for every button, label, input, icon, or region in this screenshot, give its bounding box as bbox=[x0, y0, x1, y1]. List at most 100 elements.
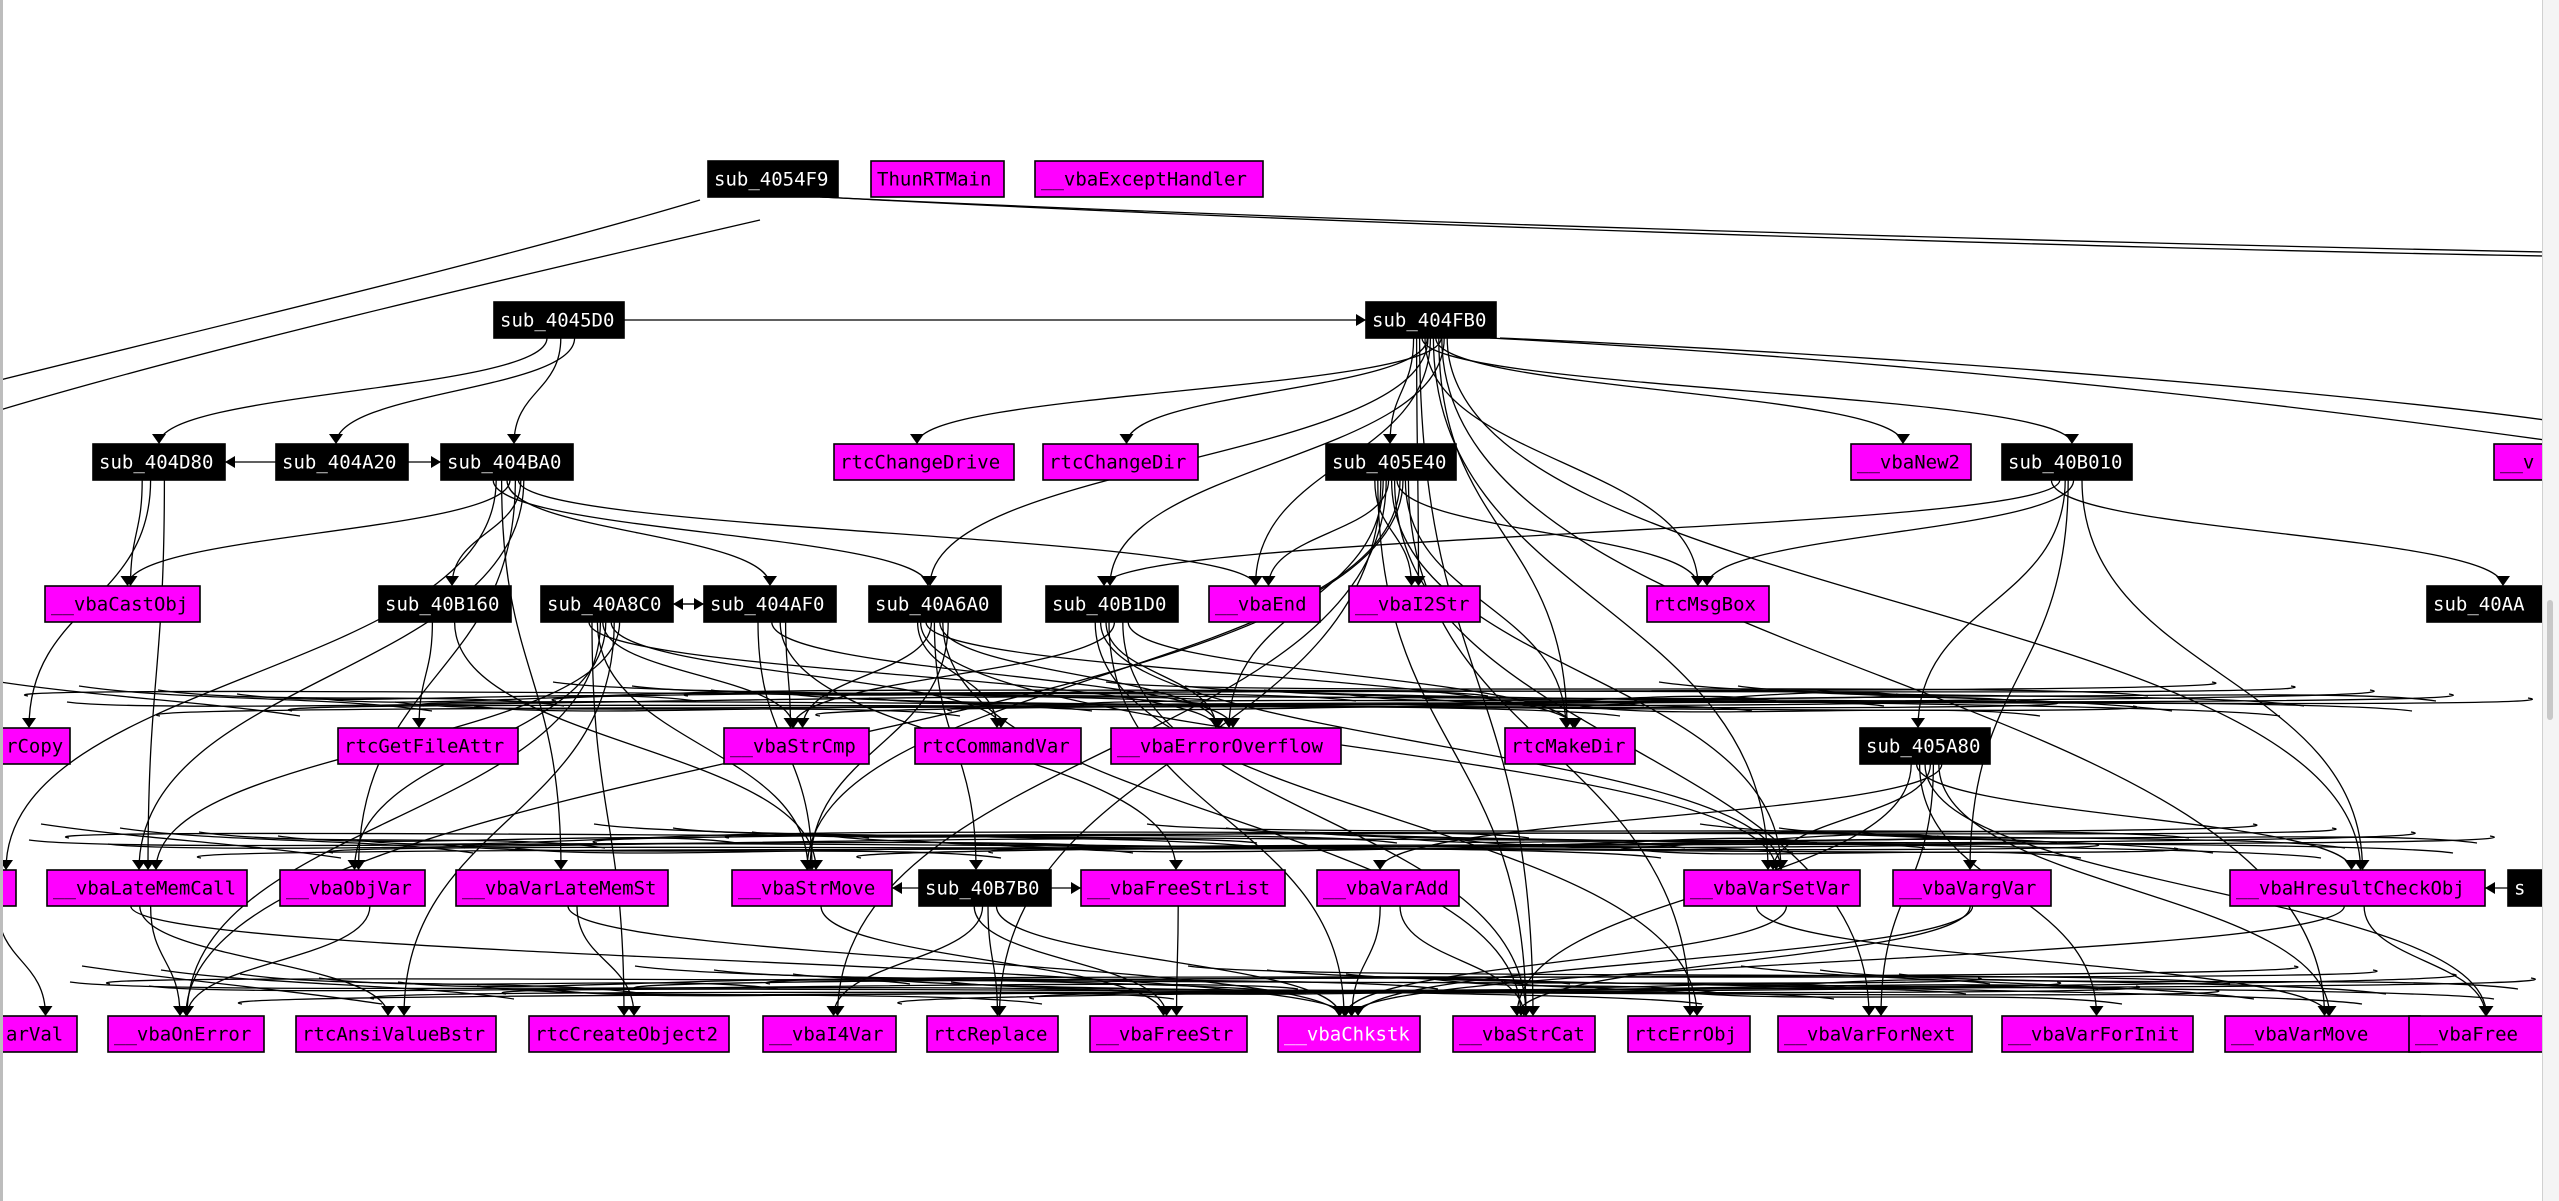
graph-node-n2[interactable]: ThunRTMain bbox=[870, 160, 1005, 198]
node-box[interactable] bbox=[2426, 585, 2559, 623]
graph-node-n23[interactable]: rtcMsgBox bbox=[1646, 585, 1770, 623]
graph-node-n7[interactable]: sub_404A20 bbox=[275, 443, 409, 481]
vertical-scrollbar[interactable] bbox=[2542, 0, 2559, 1201]
node-box[interactable] bbox=[2224, 1015, 2421, 1053]
node-box[interactable] bbox=[762, 1015, 897, 1053]
graph-node-n11[interactable]: sub_405E40 bbox=[1325, 443, 1457, 481]
graph-node-n3[interactable]: __vbaExceptHandler bbox=[1034, 160, 1264, 198]
node-box[interactable] bbox=[1042, 443, 1199, 481]
node-box[interactable] bbox=[2408, 1015, 2559, 1053]
graph-node-n30[interactable]: rtcMakeDir bbox=[1504, 727, 1636, 765]
node-box[interactable] bbox=[1365, 301, 1497, 339]
graph-node-n52[interactable]: __vbaStrCat bbox=[1452, 1015, 1596, 1053]
node-box[interactable] bbox=[1859, 727, 1991, 765]
graph-node-n17[interactable]: sub_40A8C0 bbox=[540, 585, 674, 623]
graph-node-n26[interactable]: rtcGetFileAttr bbox=[337, 727, 519, 765]
graph-node-n25[interactable]: rCopy bbox=[0, 727, 71, 765]
graph-node-n4[interactable]: sub_4045D0 bbox=[493, 301, 625, 339]
node-box[interactable] bbox=[1504, 727, 1636, 765]
node-box[interactable] bbox=[279, 869, 426, 907]
graph-node-n37[interactable]: sub_40B7B0 bbox=[918, 869, 1052, 907]
graph-node-n24[interactable]: sub_40AA bbox=[2426, 585, 2559, 623]
node-box[interactable] bbox=[493, 301, 625, 339]
graph-node-n35[interactable]: __vbaVarLateMemSt bbox=[455, 869, 669, 907]
graph-node-n50[interactable]: __vbaFreeStr bbox=[1089, 1015, 1248, 1053]
node-box[interactable] bbox=[440, 443, 574, 481]
graph-node-n38[interactable]: __vbaFreeStrList bbox=[1080, 869, 1286, 907]
graph-node-n20[interactable]: sub_40B1D0 bbox=[1045, 585, 1179, 623]
graph-node-n12[interactable]: __vbaNew2 bbox=[1850, 443, 1972, 481]
graph-node-n34[interactable]: __vbaObjVar bbox=[279, 869, 426, 907]
graph-node-n56[interactable]: __vbaVarMove bbox=[2224, 1015, 2421, 1053]
node-box[interactable] bbox=[455, 869, 669, 907]
graph-node-n15[interactable]: __vbaCastObj bbox=[44, 585, 201, 623]
graph-node-n27[interactable]: __vbaStrCmp bbox=[723, 727, 870, 765]
graph-node-n9[interactable]: rtcChangeDrive bbox=[833, 443, 1015, 481]
node-box[interactable] bbox=[1777, 1015, 1973, 1053]
graph-node-n16[interactable]: sub_40B160 bbox=[378, 585, 512, 623]
node-box[interactable] bbox=[918, 869, 1052, 907]
graph-node-n8[interactable]: sub_404BA0 bbox=[440, 443, 574, 481]
node-box[interactable] bbox=[337, 727, 519, 765]
node-box[interactable] bbox=[1110, 727, 1342, 765]
node-box[interactable] bbox=[914, 727, 1082, 765]
graph-node-n28[interactable]: rtcCommandVar bbox=[914, 727, 1082, 765]
node-box[interactable] bbox=[1080, 869, 1286, 907]
node-box[interactable] bbox=[926, 1015, 1059, 1053]
node-box[interactable] bbox=[723, 727, 870, 765]
graph-node-n36[interactable]: __vbaStrMove bbox=[731, 869, 893, 907]
node-box[interactable] bbox=[1627, 1015, 1751, 1053]
graph-node-n41[interactable]: __vbaVargVar bbox=[1892, 869, 2052, 907]
graph-node-n40[interactable]: __vbaVarSetVar bbox=[1683, 869, 1861, 907]
graph-node-n53[interactable]: rtcErrObj bbox=[1627, 1015, 1751, 1053]
node-box[interactable] bbox=[2229, 869, 2486, 907]
node-box[interactable] bbox=[1646, 585, 1770, 623]
graph-node-n47[interactable]: rtcCreateObject2 bbox=[528, 1015, 730, 1053]
graph-node-n10[interactable]: rtcChangeDir bbox=[1042, 443, 1199, 481]
graph-node-n21[interactable]: __vbaEnd bbox=[1208, 585, 1321, 623]
node-box[interactable] bbox=[2001, 443, 2133, 481]
node-box[interactable] bbox=[833, 443, 1015, 481]
node-box[interactable] bbox=[46, 869, 248, 907]
node-box[interactable] bbox=[0, 869, 17, 907]
graph-node-n18[interactable]: sub_404AF0 bbox=[703, 585, 837, 623]
node-box[interactable] bbox=[1683, 869, 1861, 907]
graph-node-n33[interactable]: __vbaLateMemCall bbox=[46, 869, 248, 907]
scrollbar-thumb[interactable] bbox=[2547, 600, 2553, 720]
graph-node-n55[interactable]: __vbaVarForInit bbox=[2001, 1015, 2194, 1053]
node-box[interactable] bbox=[1316, 869, 1460, 907]
graph-node-n46[interactable]: rtcAnsiValueBstr bbox=[295, 1015, 497, 1053]
graph-node-n39[interactable]: __vbaVarAdd bbox=[1316, 869, 1460, 907]
graph-node-n19[interactable]: sub_40A6A0 bbox=[868, 585, 1002, 623]
node-box[interactable] bbox=[2001, 1015, 2194, 1053]
graph-node-n1[interactable]: sub_4054F9 bbox=[707, 160, 839, 198]
node-box[interactable] bbox=[0, 1015, 78, 1053]
node-box[interactable] bbox=[731, 869, 893, 907]
graph-node-n48[interactable]: __vbaI4Var bbox=[762, 1015, 897, 1053]
node-box[interactable] bbox=[1089, 1015, 1248, 1053]
graph-node-n44[interactable]: arVal bbox=[0, 1015, 78, 1053]
node-box[interactable] bbox=[703, 585, 837, 623]
node-box[interactable] bbox=[295, 1015, 497, 1053]
graph-node-n22[interactable]: __vbaI2Str bbox=[1348, 585, 1481, 623]
graph-node-n31[interactable]: sub_405A80 bbox=[1859, 727, 1991, 765]
graph-node-n5[interactable]: sub_404FB0 bbox=[1365, 301, 1497, 339]
node-box[interactable] bbox=[92, 443, 226, 481]
node-box[interactable] bbox=[1208, 585, 1321, 623]
node-box[interactable] bbox=[868, 585, 1002, 623]
node-box[interactable] bbox=[1325, 443, 1457, 481]
node-box[interactable] bbox=[1045, 585, 1179, 623]
node-box[interactable] bbox=[0, 727, 71, 765]
graph-node-n29[interactable]: __vbaErrorOverflow bbox=[1110, 727, 1342, 765]
graph-node-n32[interactable] bbox=[0, 869, 17, 907]
graph-node-n6[interactable]: sub_404D80 bbox=[92, 443, 226, 481]
node-box[interactable] bbox=[1348, 585, 1481, 623]
node-box[interactable] bbox=[1277, 1015, 1421, 1053]
node-box[interactable] bbox=[1452, 1015, 1596, 1053]
node-box[interactable] bbox=[107, 1015, 265, 1053]
node-box[interactable] bbox=[870, 160, 1005, 198]
node-box[interactable] bbox=[378, 585, 512, 623]
node-box[interactable] bbox=[528, 1015, 730, 1053]
graph-node-n57[interactable]: __vbaFree bbox=[2408, 1015, 2559, 1053]
